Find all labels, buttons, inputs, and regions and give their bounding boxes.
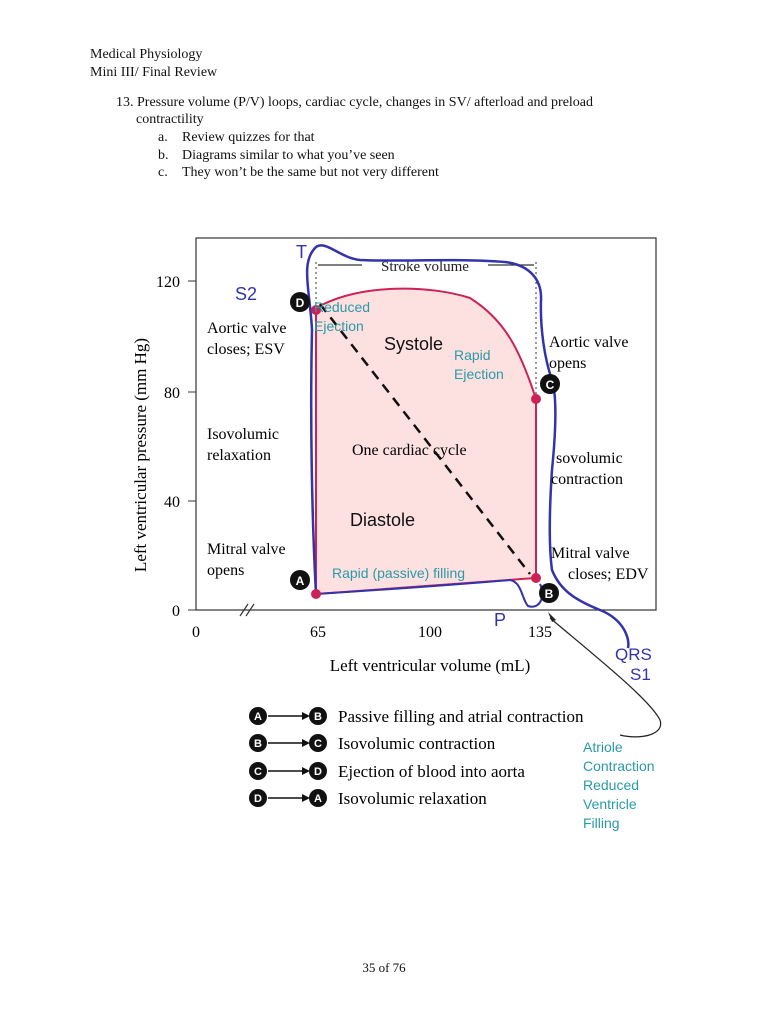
marker-d-letter: D bbox=[296, 296, 305, 310]
legend-from: C bbox=[254, 766, 262, 778]
legend-row: A B Passive filling and atrial contracti… bbox=[249, 707, 584, 726]
label-b-line1: Mitral valve bbox=[551, 545, 630, 562]
atriole-note-line: Atriole bbox=[583, 739, 623, 755]
label-ivr-line2: relaxation bbox=[207, 447, 271, 464]
legend-row: C D Ejection of blood into aorta bbox=[249, 762, 525, 781]
label-c-line2: opens bbox=[549, 355, 586, 372]
annotation-s2: S2 bbox=[235, 284, 257, 304]
x-tick-label: 100 bbox=[418, 624, 442, 641]
atriole-note-line: Ventricle bbox=[583, 796, 637, 812]
blue-loop bbox=[305, 244, 630, 649]
list-text: Review quizzes for that bbox=[182, 130, 315, 145]
label-a-line2: opens bbox=[207, 562, 244, 579]
x-tick-label: 135 bbox=[528, 624, 552, 641]
list-letter: c. bbox=[158, 165, 168, 180]
annotation-qrs: QRS bbox=[615, 645, 652, 664]
atriole-note-line: Contraction bbox=[583, 758, 655, 774]
annotation-systole: Systole bbox=[384, 334, 443, 354]
legend-to: B bbox=[314, 711, 322, 723]
qrs-arrow bbox=[549, 617, 662, 738]
atriole-note-line: Filling bbox=[583, 815, 620, 831]
label-ivr-line1: Isovolumic bbox=[207, 426, 279, 443]
y-tick-label: 120 bbox=[156, 274, 180, 291]
y-tick-label: 0 bbox=[172, 603, 180, 620]
label-c-line1: Aortic valve bbox=[549, 334, 629, 351]
rapid-ejection-line2: Ejection bbox=[454, 366, 504, 382]
legend: A B Passive filling and atrial contracti… bbox=[249, 707, 584, 808]
question-line-1: 13. Pressure volume (P/V) loops, cardiac… bbox=[116, 95, 594, 110]
marker-c: C bbox=[540, 374, 560, 394]
marker-c-letter: C bbox=[546, 378, 555, 392]
marker-b: B bbox=[539, 583, 559, 603]
label-ivc-line2: contraction bbox=[551, 471, 623, 488]
reduced-ejection-line1: Reduced bbox=[314, 299, 370, 315]
legend-text: Isovolumic contraction bbox=[338, 734, 496, 753]
axis-break bbox=[245, 603, 255, 617]
label-b-line2: closes; EDV bbox=[568, 566, 649, 583]
list-text: They won’t be the same but not very diff… bbox=[182, 165, 439, 180]
point-c-dot bbox=[531, 394, 541, 404]
reduced-ejection-line2: Ejection bbox=[314, 318, 364, 334]
point-a-dot bbox=[311, 589, 321, 599]
list-letter: a. bbox=[158, 130, 168, 145]
label-d-line1: Aortic valve bbox=[207, 320, 287, 337]
atriole-note-line: Reduced bbox=[583, 777, 639, 793]
legend-row: B C Isovolumic contraction bbox=[249, 734, 496, 753]
course-title: Medical Physiology bbox=[90, 47, 203, 62]
legend-text: Passive filling and atrial contraction bbox=[338, 707, 584, 726]
legend-text: Isovolumic relaxation bbox=[338, 789, 487, 808]
course-subtitle: Mini III/ Final Review bbox=[90, 65, 218, 80]
x-axis-label: Left ventricular volume (mL) bbox=[330, 656, 531, 675]
list-item: b. Diagrams similar to what you’ve seen bbox=[158, 147, 395, 164]
list-text: Diagrams similar to what you’ve seen bbox=[182, 148, 395, 163]
x-tick-label: 65 bbox=[310, 624, 326, 641]
marker-a: A bbox=[290, 570, 310, 590]
legend-from: D bbox=[254, 793, 262, 805]
page-number: 35 of 76 bbox=[362, 960, 406, 975]
point-b-dot bbox=[531, 573, 541, 583]
list-letter: b. bbox=[158, 148, 169, 163]
atriole-note: Atriole Contraction Reduced Ventricle Fi… bbox=[583, 739, 655, 831]
label-ivc-line1: sovolumic bbox=[556, 450, 623, 467]
y-tick-label: 40 bbox=[164, 494, 180, 511]
rapid-ejection-line1: Rapid bbox=[454, 347, 491, 363]
marker-d: D bbox=[290, 292, 310, 312]
stroke-volume-label: Stroke volume bbox=[381, 259, 469, 275]
y-tick-label: 80 bbox=[164, 385, 180, 402]
annotation-diastole: Diastole bbox=[350, 510, 415, 530]
y-axis-label: Left ventricular pressure (mm Hg) bbox=[131, 338, 150, 572]
blue-loop-bottom bbox=[315, 578, 544, 608]
legend-to: D bbox=[314, 766, 322, 778]
label-a-line1: Mitral valve bbox=[207, 541, 286, 558]
legend-to: A bbox=[314, 793, 322, 805]
marker-b-letter: B bbox=[545, 587, 554, 601]
annotation-p: P bbox=[494, 610, 506, 630]
qrs-arrowhead bbox=[548, 612, 556, 622]
marker-a-letter: A bbox=[296, 574, 305, 588]
label-d-line2: closes; ESV bbox=[207, 341, 285, 358]
legend-to: C bbox=[314, 738, 322, 750]
legend-row: D A Isovolumic relaxation bbox=[249, 789, 487, 808]
point-d-dot bbox=[311, 305, 321, 315]
x-tick-label: 0 bbox=[192, 624, 200, 641]
cycle-diagonal bbox=[319, 303, 531, 575]
one-cycle-label: One cardiac cycle bbox=[352, 442, 467, 459]
legend-text: Ejection of blood into aorta bbox=[338, 762, 525, 781]
rapid-filling-label: Rapid (passive) filling bbox=[332, 565, 465, 581]
question-line-2: contractility bbox=[136, 112, 204, 127]
annotation-t: T bbox=[296, 242, 307, 262]
annotation-s1: S1 bbox=[630, 665, 651, 684]
list-item: a. Review quizzes for that bbox=[158, 129, 315, 146]
axis-break bbox=[239, 603, 249, 617]
legend-from: A bbox=[254, 711, 262, 723]
list-item: c. They won’t be the same but not very di… bbox=[158, 164, 439, 181]
legend-from: B bbox=[254, 738, 262, 750]
